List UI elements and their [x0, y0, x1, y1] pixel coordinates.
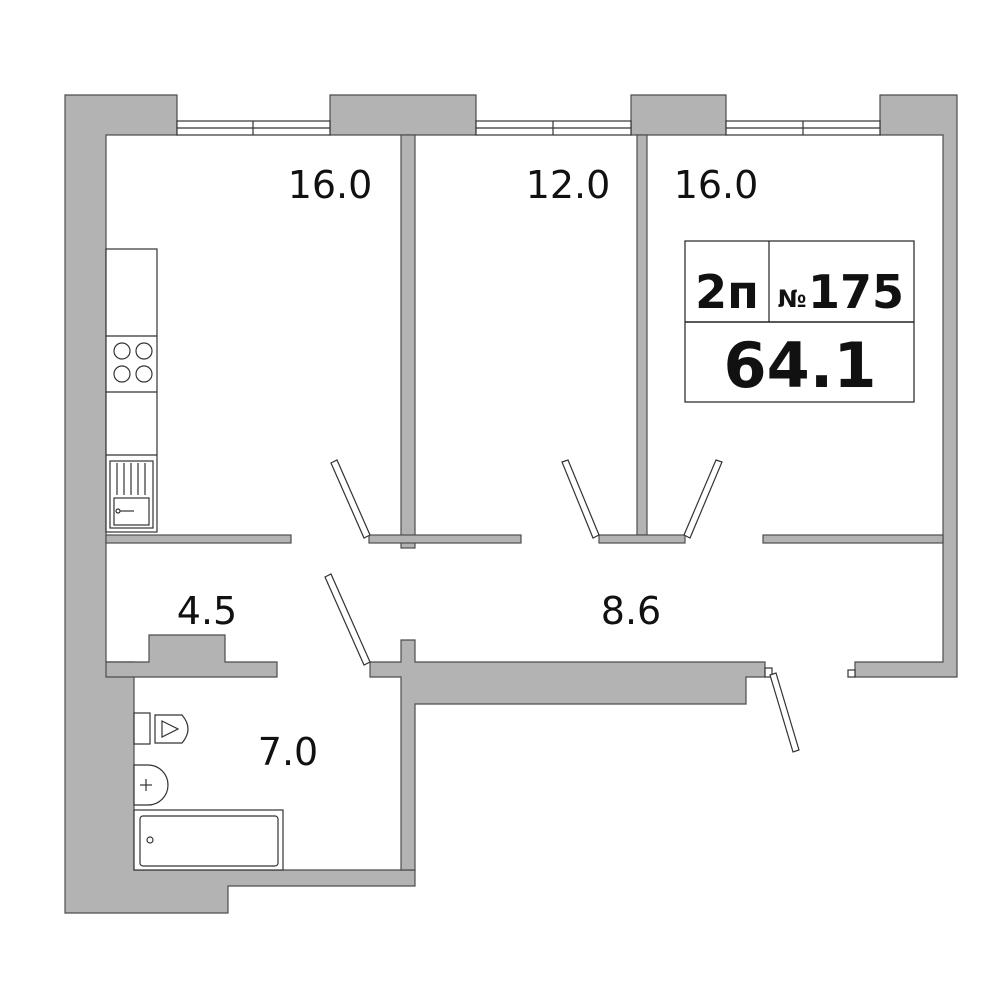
hallway-area-label: 8.6 [601, 589, 661, 633]
door-room-middle [561, 459, 600, 539]
door-room-right [683, 459, 723, 539]
kitchen-area-label: 16.0 [288, 163, 373, 207]
door-entrance [769, 672, 800, 753]
door-kitchen [330, 459, 371, 539]
apartment-type: 2п [695, 265, 759, 319]
apartment-number: 175 [808, 265, 904, 319]
number-sign: № [778, 285, 807, 313]
interior-walls [105, 134, 944, 871]
apartment-badge: 2п № 175 64.1 [684, 240, 915, 403]
total-area: 64.1 [724, 329, 877, 402]
doors [324, 459, 800, 753]
closet-area-label: 4.5 [177, 589, 237, 633]
washbasin-icon [133, 764, 169, 806]
door-bathroom [324, 573, 371, 666]
windows [176, 120, 881, 136]
bathtub-icon [133, 809, 284, 871]
room-right-area-label: 16.0 [674, 163, 759, 207]
sink-icon [109, 460, 154, 529]
bathroom-area-label: 7.0 [258, 730, 318, 774]
stove-icon [113, 342, 153, 383]
room-middle-area-label: 12.0 [526, 163, 611, 207]
bathroom-fixtures [133, 712, 284, 871]
kitchen-counter [105, 248, 158, 533]
toilet-icon [133, 712, 189, 745]
room-labels: 16.0 12.0 16.0 4.5 8.6 7.0 [177, 163, 759, 774]
exterior-walls [64, 94, 958, 914]
